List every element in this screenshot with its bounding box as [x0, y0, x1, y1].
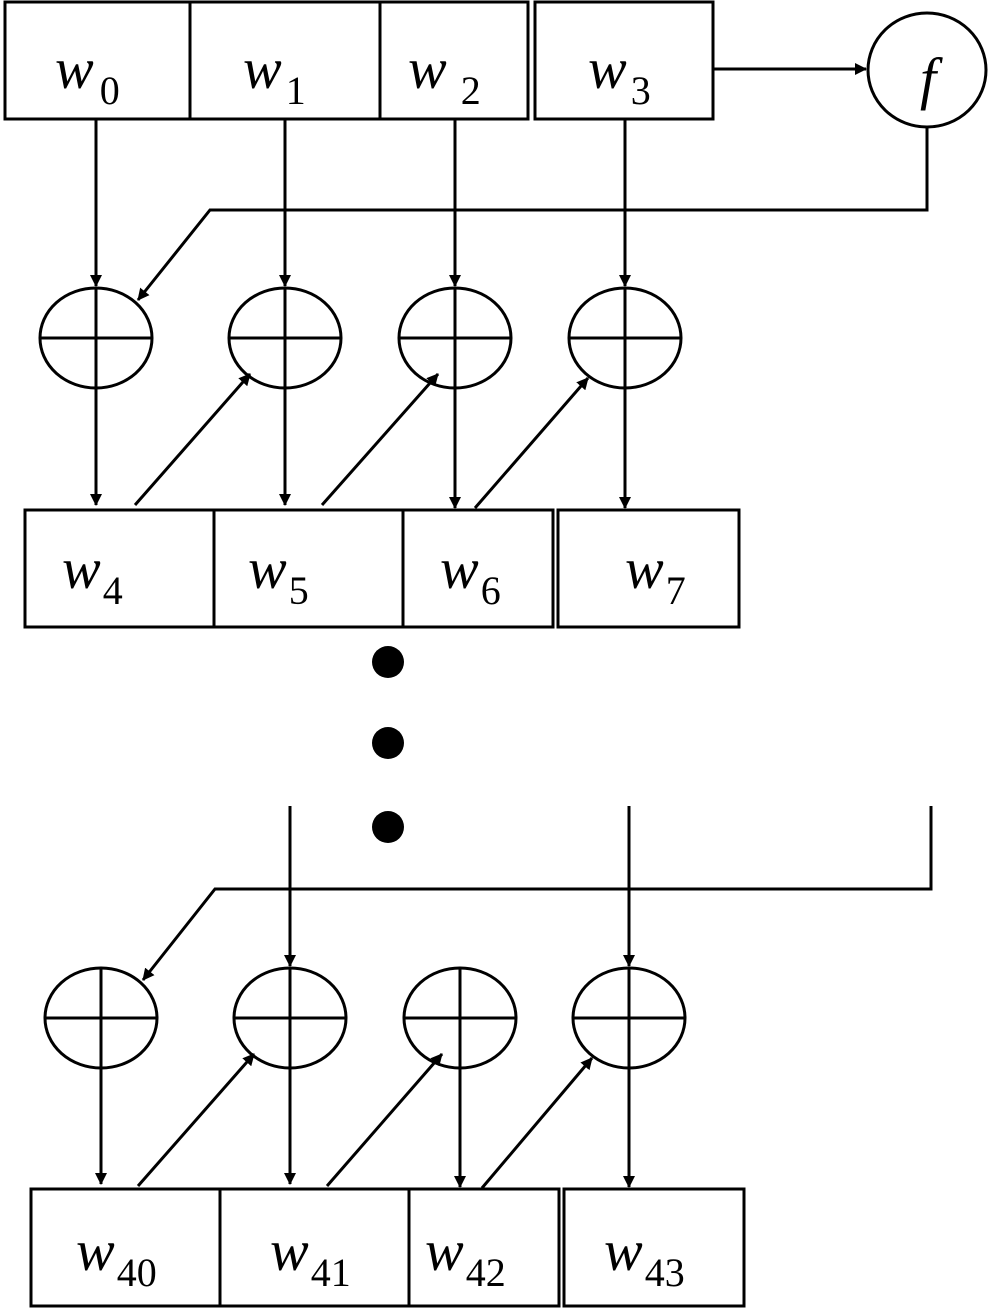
- word-box-w40: [29, 1187, 222, 1308]
- word-box-w5: [212, 508, 405, 629]
- stage1-xor-gates: [38, 286, 683, 390]
- word-label-w40: w40: [76, 1218, 157, 1295]
- feedback-line-to-xor-40: [141, 806, 933, 981]
- word-box-w43: [562, 1187, 746, 1308]
- xor-gate: [38, 286, 154, 390]
- ellipsis-dot: [372, 727, 404, 759]
- xor-gate: [232, 966, 348, 1070]
- word-label-w5: w5: [248, 536, 309, 613]
- ellipsis-dots: [372, 646, 404, 843]
- feedback-line-f-to-xor0: [136, 127, 929, 301]
- word-box-w41: [218, 1187, 411, 1308]
- word-box-w42: [407, 1187, 561, 1308]
- arrow-w41-to-next-xor: [325, 1053, 444, 1187]
- xor-gate: [402, 966, 518, 1070]
- stage1-input-arrows: [90, 119, 631, 287]
- ellipsis-dot: [372, 811, 404, 843]
- stage1-output-arrows: [90, 388, 631, 509]
- word-row-second: w4 w5 w6 w7: [23, 508, 741, 629]
- word-box-w1: [188, 0, 382, 121]
- arrow-w4-to-next-xor: [133, 373, 252, 506]
- word-box-w4: [23, 508, 216, 629]
- word-label-w41: w41: [270, 1218, 351, 1295]
- final-stage-output-arrows: [95, 1068, 635, 1188]
- word-box-w2: [378, 0, 530, 121]
- function-block: f: [136, 11, 988, 301]
- word-label-w42: w42: [425, 1218, 506, 1295]
- xor-gate: [397, 286, 513, 390]
- word-label-w6: w6: [440, 536, 501, 613]
- xor-gate: [43, 966, 159, 1070]
- final-stage-xor-gates: [43, 966, 687, 1070]
- arrow-w42-to-next-xor: [480, 1057, 594, 1189]
- xor-gate: [571, 966, 687, 1070]
- ellipsis-dot: [372, 646, 404, 678]
- word-box-w7: [556, 508, 741, 629]
- word-row-last: w40 w41 w42 w43: [29, 1187, 746, 1308]
- final-stage-input-arrows: [141, 806, 933, 981]
- arrow-w5-to-next-xor: [320, 373, 440, 506]
- word-label-w7: w7: [625, 536, 686, 613]
- xor-gate: [227, 286, 343, 390]
- word-box-w0: [3, 0, 192, 121]
- word-box-w6: [401, 508, 555, 629]
- arrow-w40-to-next-xor: [136, 1053, 256, 1187]
- stage1-chain-arrows: [133, 373, 590, 509]
- final-stage-chain-arrows: [136, 1053, 594, 1189]
- arrow-w6-to-next-xor: [473, 377, 590, 509]
- word-box-w3: [533, 0, 715, 121]
- xor-gate: [567, 286, 683, 390]
- word-label-w4: w4: [62, 536, 123, 613]
- word-label-w43: w43: [604, 1218, 685, 1295]
